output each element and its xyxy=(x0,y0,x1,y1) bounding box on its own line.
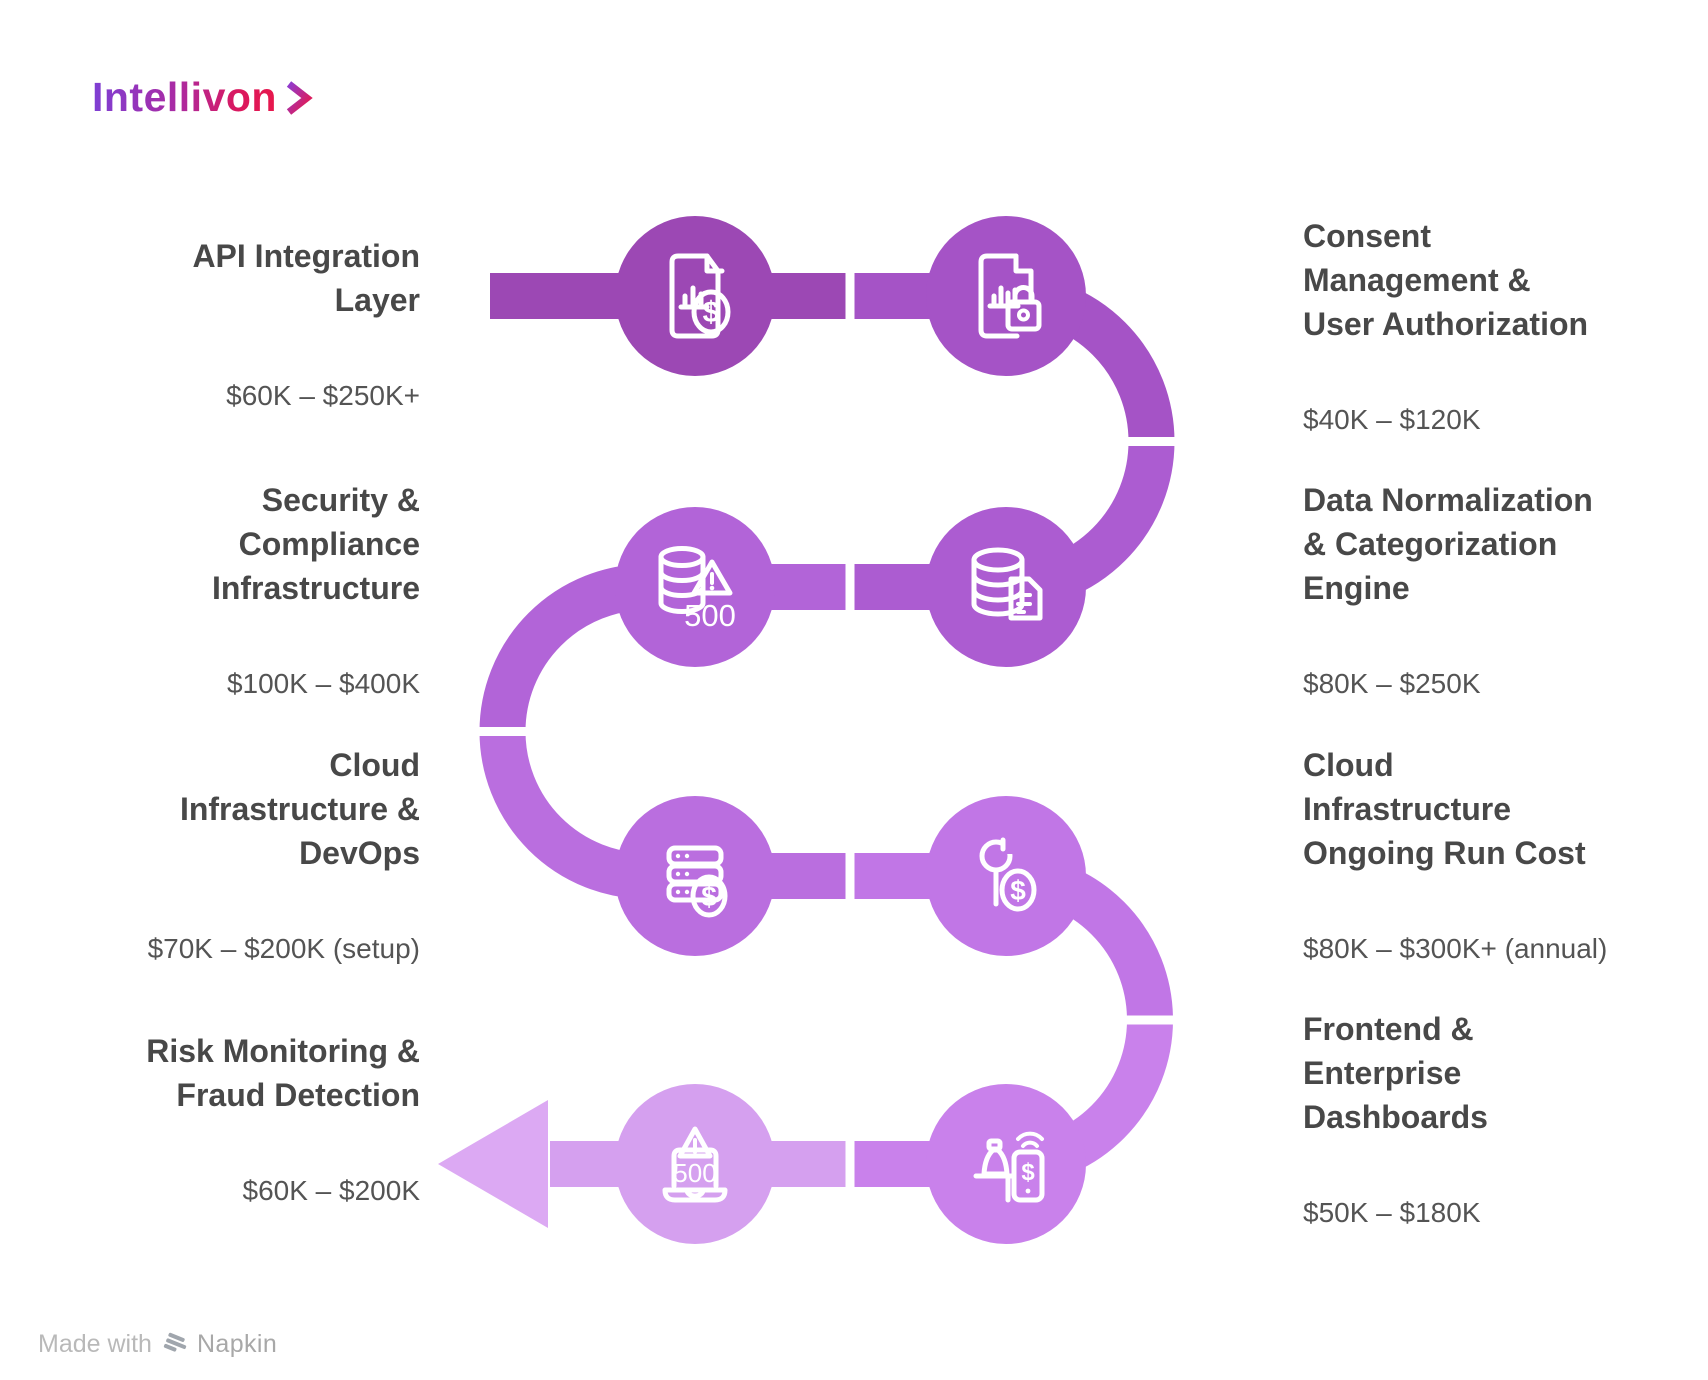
node-label-cloud-run-cost: Cloud Infrastructure Ongoing Run Cost $8… xyxy=(1303,707,1607,1003)
node-price: $100K – $400K xyxy=(226,668,420,699)
node-title: Data Normalization & Categorization Engi… xyxy=(1303,482,1593,606)
node-title: Cloud Infrastructure & DevOps xyxy=(179,747,420,871)
database-document-icon xyxy=(971,547,1043,621)
dollar-glyph: $ xyxy=(1021,1159,1035,1186)
dollar-glyph: $ xyxy=(703,296,720,329)
node-label-risk-monitoring: Risk Monitoring & Fraud Detection $60K –… xyxy=(146,993,420,1245)
node-circle-risk-monitoring xyxy=(615,1084,775,1244)
laptop-alert-500-icon: 500 xyxy=(662,1126,728,1203)
document-chart-dollar-icon: $ xyxy=(669,253,731,339)
footer: Made with Napkin xyxy=(38,1330,277,1359)
flow-arrowhead xyxy=(438,1100,548,1228)
node-title: Frontend & Enterprise Dashboards xyxy=(1303,1011,1488,1135)
node-title: Consent Management & User Authorization xyxy=(1303,218,1589,342)
node-title: Cloud Infrastructure Ongoing Run Cost xyxy=(1303,747,1586,871)
node-price: $40K – $120K xyxy=(1303,404,1481,435)
node-label-consent-management: Consent Management & User Authorization … xyxy=(1303,178,1588,474)
node-circle-data-normalization xyxy=(926,507,1086,667)
node-price: $50K – $180K xyxy=(1303,1197,1481,1228)
napkin-logo-icon xyxy=(163,1332,187,1352)
node-price: $60K – $250K+ xyxy=(226,380,420,411)
brand-name: Intellivon xyxy=(92,74,277,120)
node-label-cloud-devops: Cloud Infrastructure & DevOps $70K – $20… xyxy=(148,707,420,1003)
alert-500-label: 500 xyxy=(684,598,736,633)
node-price: $60K – $200K xyxy=(242,1175,421,1206)
node-title: API Integration Layer xyxy=(192,238,420,318)
document-chart-lock-icon xyxy=(978,253,1042,339)
database-alert-500-icon: 500 xyxy=(658,546,736,633)
node-title: Risk Monitoring & Fraud Detection xyxy=(146,1033,420,1113)
node-title: Security & Compliance Infrastructure xyxy=(211,482,420,606)
node-price: $80K – $250K xyxy=(1303,668,1481,699)
node-price: $80K – $300K+ (annual) xyxy=(1303,933,1608,964)
logo-chevron-icon xyxy=(286,80,313,115)
node-label-data-normalization: Data Normalization & Categorization Engi… xyxy=(1303,442,1593,738)
napkin-brand-text: Napkin xyxy=(196,1330,278,1358)
made-with-text: Made with xyxy=(38,1330,152,1358)
node-label-frontend-dashboards: Frontend & Enterprise Dashboards $50K – … xyxy=(1303,971,1488,1267)
wrench-dollar-icon: $ xyxy=(979,837,1037,912)
dollar-glyph: $ xyxy=(1010,875,1026,906)
node-label-security-compliance: Security & Compliance Infrastructure $10… xyxy=(212,442,420,738)
brand-logo: Intellivon xyxy=(92,74,317,121)
node-label-api-integration: API Integration Layer $60K – $250K+ xyxy=(192,198,420,450)
server-dollar-icon: $ xyxy=(666,845,728,918)
node-price: $70K – $200K (setup) xyxy=(147,933,420,964)
dollar-glyph: $ xyxy=(701,881,717,912)
node-circle-cloud-devops xyxy=(615,796,775,956)
alert-500-label: 500 xyxy=(673,1158,716,1188)
pos-phone-dollar-icon: $ xyxy=(973,1131,1045,1203)
